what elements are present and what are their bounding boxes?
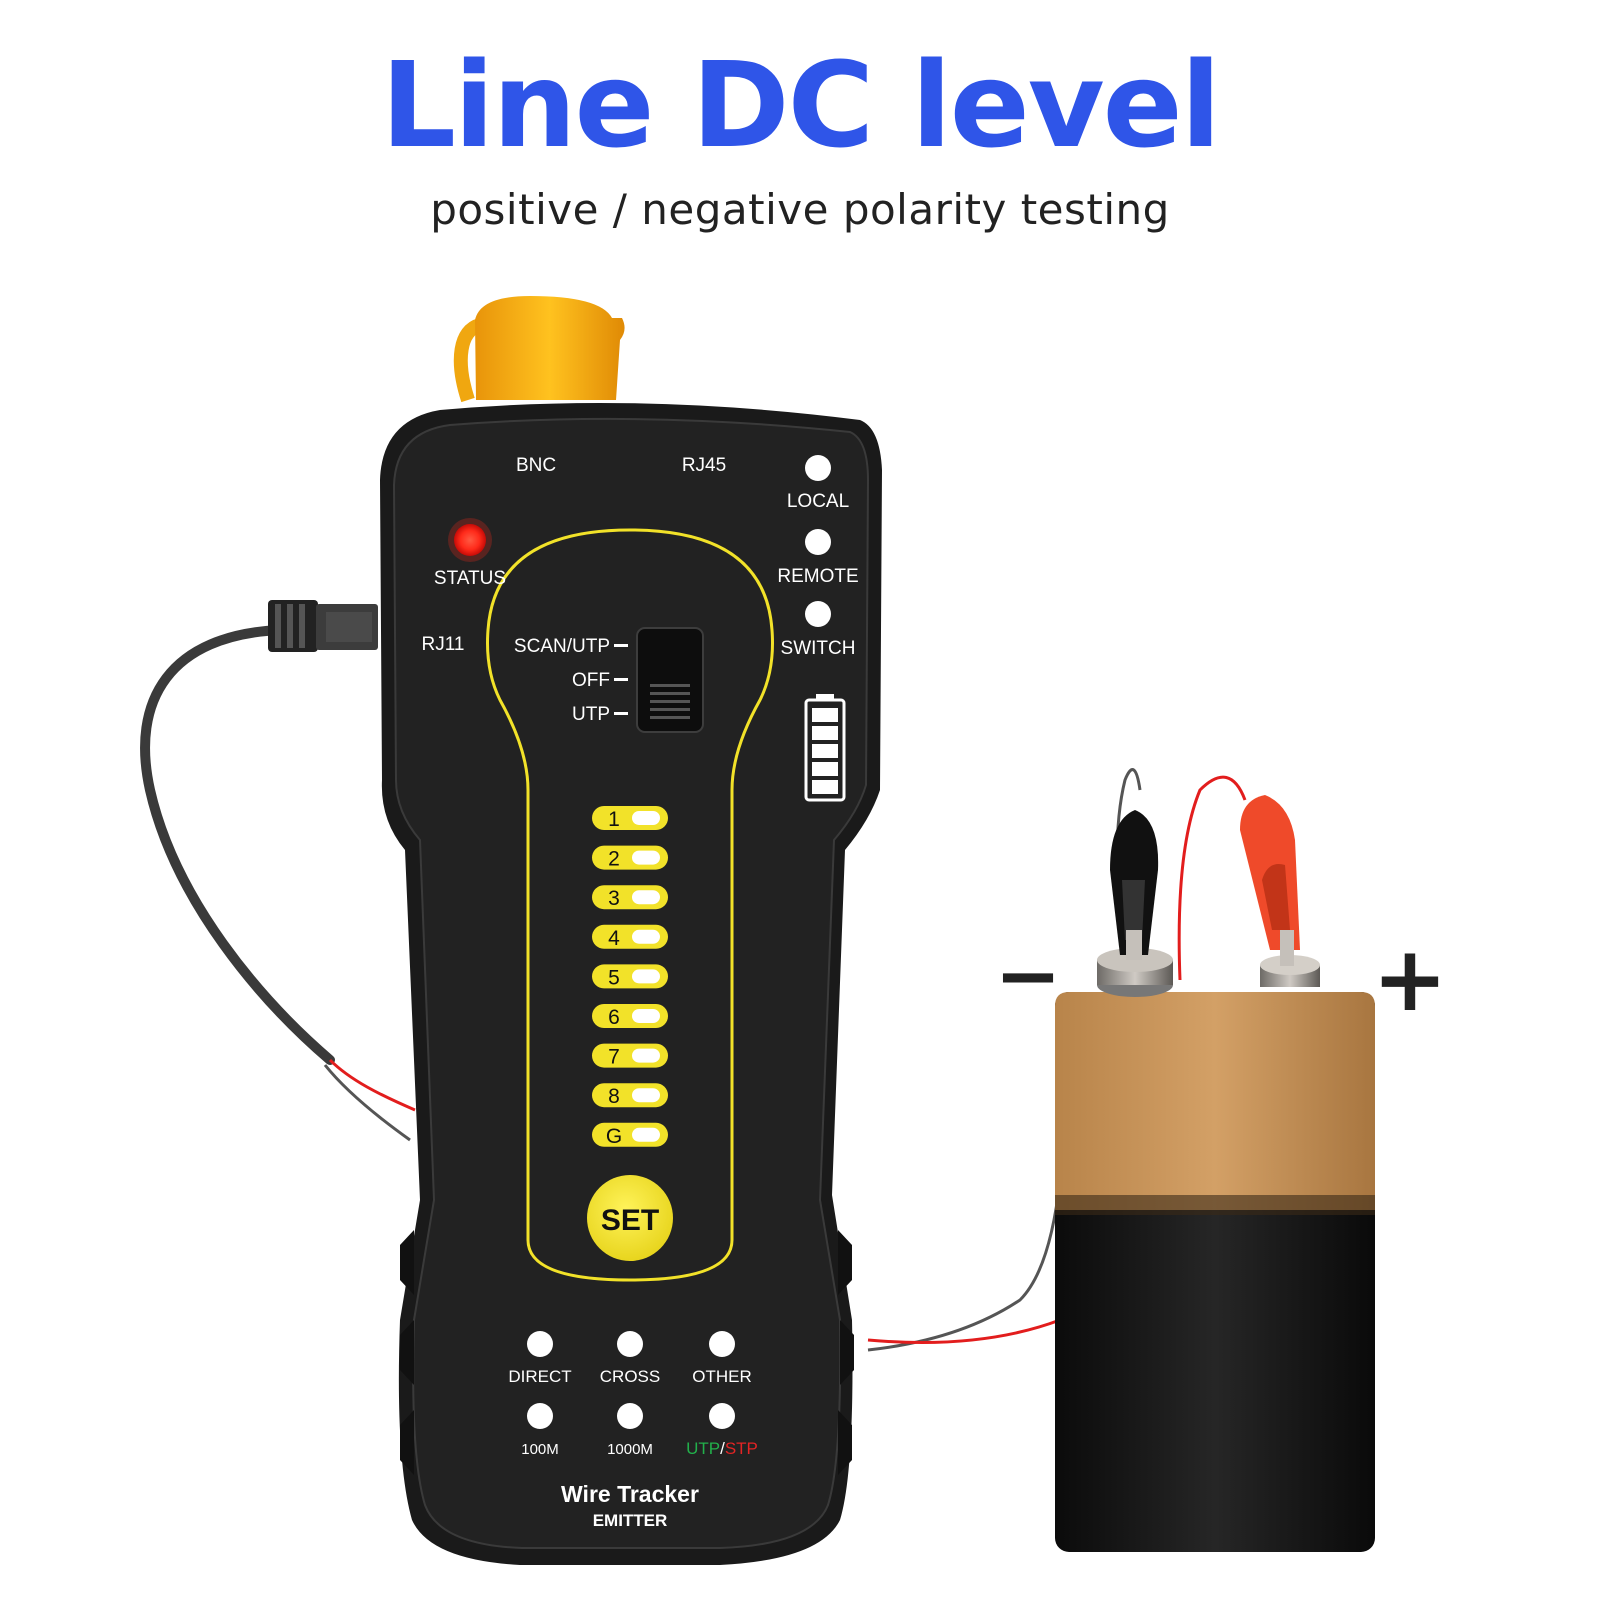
remote-led <box>805 529 831 555</box>
wire-led-label: 2 <box>608 848 620 871</box>
rj11-label: RJ11 <box>422 634 465 655</box>
switch-led <box>805 601 831 627</box>
page-title: Line DC level <box>380 36 1221 174</box>
9v-battery <box>1055 795 1375 1552</box>
device-labels: BNC RJ45 STATUS RJ11 LOCAL REMOTE SWITCH… <box>422 455 859 1530</box>
wire-led-label: 5 <box>608 966 620 989</box>
wire-led-6: 6 <box>592 1004 668 1029</box>
direct-led <box>527 1331 553 1357</box>
positive-sign: + <box>1372 927 1447 1032</box>
cross-label: CROSS <box>600 1367 660 1386</box>
set-label: SET <box>601 1204 659 1237</box>
utp-stp-led <box>709 1403 735 1429</box>
bnc-cap <box>453 296 625 403</box>
wire-led-3: 3 <box>592 885 668 910</box>
wire-led-light <box>632 1048 660 1063</box>
switch-label: SWITCH <box>781 638 856 659</box>
other-label: OTHER <box>692 1367 752 1386</box>
brand-line2: EMITTER <box>593 1511 668 1530</box>
1000m-led <box>617 1403 643 1429</box>
100m-led <box>527 1403 553 1429</box>
wire-led-light <box>632 811 660 825</box>
100m-label: 100M <box>521 1441 559 1458</box>
local-led <box>805 455 831 481</box>
other-led <box>709 1331 735 1357</box>
wire-led-label: G <box>606 1125 622 1148</box>
wire-led-7: 7 <box>592 1043 668 1069</box>
wire-led-light <box>632 1009 660 1023</box>
wire-led-label: 6 <box>608 1006 620 1029</box>
wire-led-light <box>632 969 660 984</box>
set-button[interactable] <box>587 1175 673 1261</box>
wire-led-1: 1 <box>592 806 668 831</box>
bnc-label: BNC <box>516 455 556 476</box>
rj11-cable <box>140 600 416 1142</box>
wire-led-column: 1 2 3 4 5 6 7 8G <box>592 806 668 1148</box>
switch-pos-utp: UTP <box>572 704 610 725</box>
wire-led-4: 4 <box>592 924 668 950</box>
local-label: LOCAL <box>787 491 849 512</box>
wire-led-5: 5 <box>592 964 668 989</box>
direct-label: DIRECT <box>508 1367 571 1386</box>
wire-led-light <box>632 1127 660 1142</box>
wire-led-label: 1 <box>608 808 620 831</box>
1000m-label: 1000M <box>607 1441 653 1458</box>
remote-label: REMOTE <box>777 566 858 587</box>
status-led <box>454 524 486 556</box>
switch-pos-scan-utp: SCAN/UTP <box>514 636 610 657</box>
wire-led-light <box>632 850 660 865</box>
utp-text: UTP <box>686 1439 720 1458</box>
page-subtitle: positive / negative polarity testing <box>430 185 1170 234</box>
wire-led-light <box>632 1088 660 1103</box>
brand-line1: Wire Tracker <box>561 1481 699 1507</box>
rj45-label: RJ45 <box>682 455 726 476</box>
wire-led-g: G <box>592 1122 668 1148</box>
status-label: STATUS <box>434 568 506 589</box>
wire-led-label: 8 <box>608 1085 620 1108</box>
wire-led-light <box>632 890 660 905</box>
switch-pos-off: OFF <box>572 670 610 691</box>
slash-text: / <box>720 1439 725 1458</box>
wire-led-light <box>632 929 660 944</box>
wire-led-2: 2 <box>592 845 668 871</box>
utp-stp-label: UTP/STP <box>686 1439 758 1458</box>
cross-led <box>617 1331 643 1357</box>
wire-led-label: 3 <box>608 887 620 910</box>
wire-led-label: 4 <box>608 927 620 950</box>
stp-text: STP <box>725 1439 758 1458</box>
wire-led-label: 7 <box>608 1046 620 1069</box>
negative-sign: − <box>994 929 1061 1022</box>
wire-led-8: 8 <box>592 1083 668 1108</box>
